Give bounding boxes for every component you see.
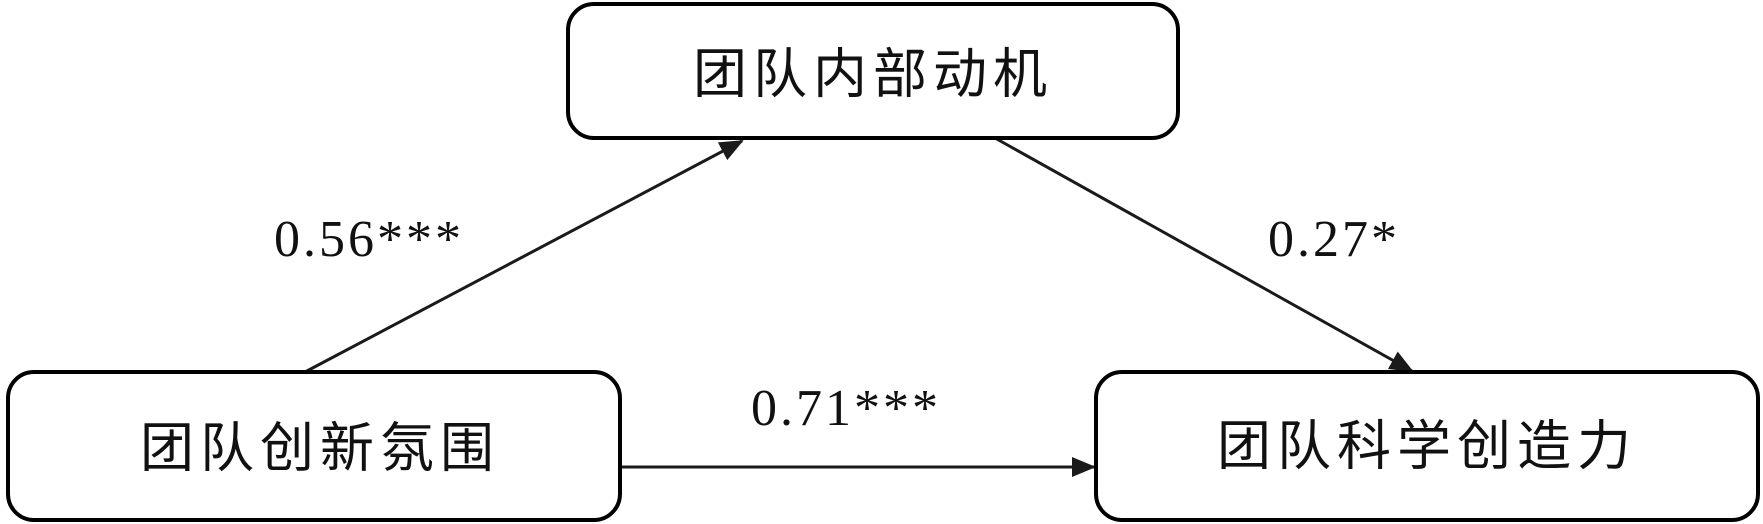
- path-a-coefficient: 0.56***: [274, 211, 464, 268]
- path-b-arrow: [994, 136, 1414, 373]
- path-c-coefficient: 0.71***: [751, 380, 941, 437]
- path-b-coefficient: 0.27*: [1268, 211, 1400, 268]
- node-dependent: 团队科学创造力: [1094, 370, 1760, 522]
- node-independent-label: 团队创新氛围: [140, 417, 500, 480]
- node-dependent-label: 团队科学创造力: [1217, 415, 1637, 478]
- node-mediator-label: 团队内部动机: [693, 43, 1053, 106]
- path-a-arrow: [304, 139, 744, 374]
- node-mediator: 团队内部动机: [566, 2, 1180, 140]
- node-independent: 团队创新氛围: [6, 370, 622, 522]
